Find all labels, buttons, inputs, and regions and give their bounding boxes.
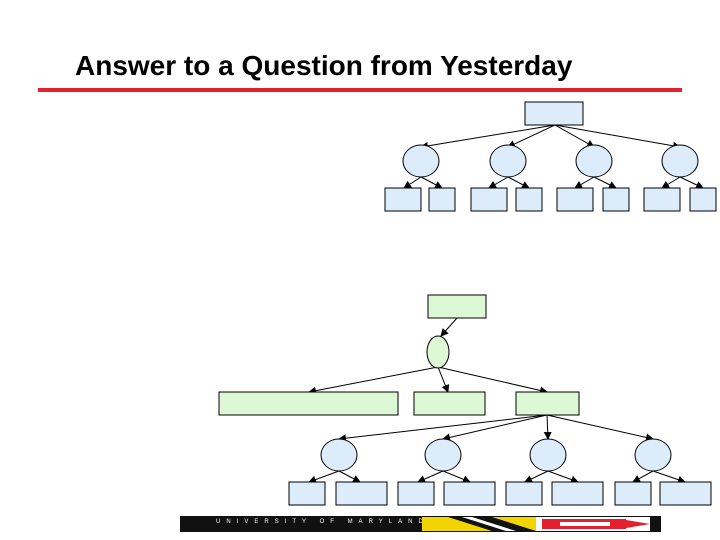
lower-root-box <box>427 294 487 319</box>
lower-wide-box <box>218 391 399 416</box>
maryland-flag-logo <box>422 517 650 531</box>
lower-leaf-box <box>288 481 326 506</box>
lower-leaf-box <box>443 481 496 506</box>
lower-node-circle <box>634 438 672 472</box>
upper-leaf-box <box>470 187 508 212</box>
upper-leaf-box <box>556 187 594 212</box>
title-rule <box>38 88 682 92</box>
slide-title: Answer to a Question from Yesterday <box>75 50 573 81</box>
upper-leaf-box <box>689 187 717 212</box>
lower-leaf-box <box>551 481 604 506</box>
lower-green-node <box>426 335 450 369</box>
upper-node-circle <box>575 144 613 178</box>
upper-node-circle <box>402 144 440 178</box>
upper-leaf-box <box>515 187 543 212</box>
upper-leaf-box <box>384 187 422 212</box>
upper-node-circle <box>489 144 527 178</box>
upper-tree <box>384 101 717 212</box>
upper-node-circle <box>661 144 699 178</box>
lower-node-circle <box>424 438 462 472</box>
lower-leaf-box <box>659 481 712 506</box>
lower-leaf-box <box>614 481 652 506</box>
lower-leaf-box <box>505 481 543 506</box>
lower-node-circle <box>529 438 567 472</box>
lower-mid-box <box>413 391 486 416</box>
lower-leaf-box <box>397 481 435 506</box>
upper-leaf-box <box>428 187 456 212</box>
upper-leaf-box <box>602 187 630 212</box>
lower-tree <box>218 294 712 506</box>
university-footer-bar: UNIVERSITY OF MARYLAND <box>180 516 661 532</box>
lower-node-circle <box>320 438 358 472</box>
lower-leaf-box <box>335 481 388 506</box>
footer-text: UNIVERSITY OF MARYLAND <box>216 519 429 525</box>
upper-leaf-box <box>643 187 681 212</box>
upper-root-box <box>524 101 584 126</box>
lower-right-box <box>515 391 580 416</box>
